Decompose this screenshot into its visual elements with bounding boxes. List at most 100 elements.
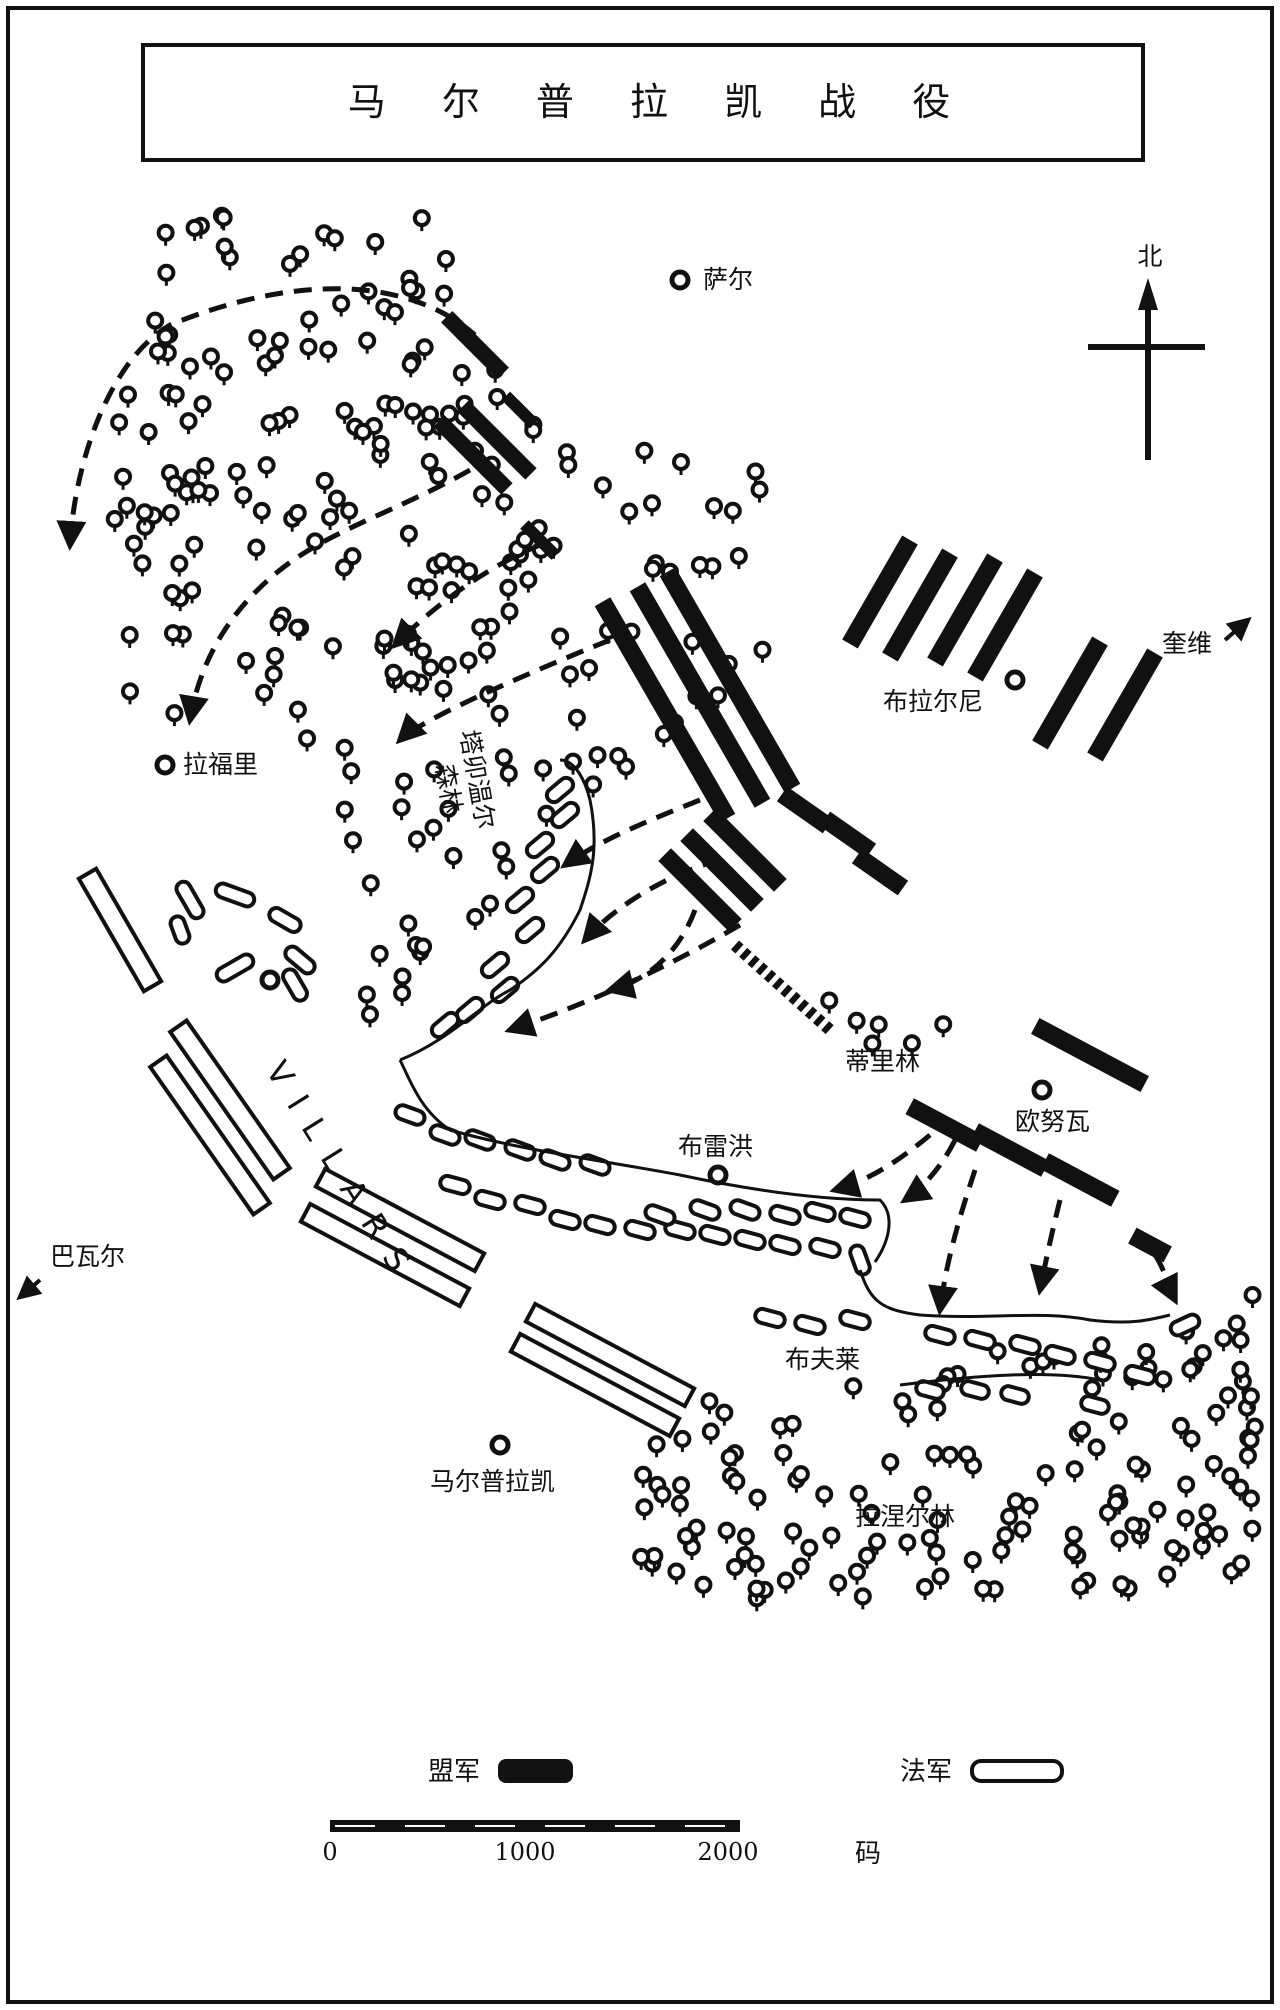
tree-icon	[653, 1485, 672, 1508]
tree-icon	[1231, 1331, 1250, 1354]
tree-icon	[359, 282, 378, 305]
tree-icon	[863, 1034, 882, 1057]
french-unit	[963, 1328, 997, 1352]
french-unit	[529, 855, 561, 885]
tree-icon	[180, 357, 199, 380]
tree-icon	[913, 1485, 932, 1508]
tree-icon	[477, 641, 496, 664]
tree-icon	[401, 355, 420, 378]
tree-icon	[148, 342, 167, 365]
allied-unit	[927, 553, 1003, 667]
tree-icon	[849, 1484, 868, 1507]
tree-icon	[298, 729, 317, 752]
tree-icon	[551, 627, 570, 650]
tree-icon	[927, 1543, 946, 1566]
tree-icon	[436, 249, 455, 272]
label-bureihong: 布雷洪	[678, 1132, 753, 1161]
town-circle-icon	[489, 1434, 511, 1456]
tree-icon	[705, 497, 724, 520]
tree-icon	[559, 455, 578, 478]
tree-icon	[335, 401, 354, 424]
allied-unit	[1031, 1017, 1149, 1093]
tree-icon	[928, 1399, 947, 1422]
forest-layer	[105, 206, 1264, 1612]
french-unit	[753, 1306, 787, 1330]
tree-icon	[1231, 1478, 1250, 1501]
tree-icon	[105, 510, 124, 533]
tree-icon	[1071, 1577, 1090, 1600]
tree-icon	[161, 503, 180, 526]
tree-icon	[1214, 1329, 1233, 1352]
tree-icon	[447, 555, 466, 578]
advance-arrow-icon	[560, 797, 701, 869]
tree-icon	[193, 395, 212, 418]
tree-icon	[265, 346, 284, 369]
tree-icon	[829, 1574, 848, 1597]
tree-icon	[1241, 1489, 1260, 1512]
allied-unit	[703, 808, 787, 892]
allied-unit	[1087, 648, 1163, 762]
tree-icon	[353, 422, 372, 445]
tree-icon	[635, 1498, 654, 1521]
tree-icon	[642, 494, 661, 517]
advance-arrow-icon	[1150, 1253, 1178, 1306]
french-unit	[523, 1301, 697, 1409]
tree-icon	[1158, 1565, 1177, 1588]
french-unit	[147, 1052, 273, 1218]
tree-icon	[588, 746, 607, 769]
town-circle-icon	[154, 754, 176, 776]
page-title: 马 尔 普 拉 凯 战 役	[348, 80, 972, 124]
tree-icon	[185, 535, 204, 558]
french-unit	[174, 879, 206, 921]
tree-icon	[729, 547, 748, 570]
tree-icon	[466, 907, 485, 930]
title-box	[141, 43, 1145, 162]
french-unit	[544, 775, 576, 805]
advance-arrow-icon	[1029, 1199, 1063, 1296]
french-unit	[438, 1173, 472, 1197]
french-unit	[549, 800, 581, 830]
tree-icon	[750, 480, 769, 503]
french-unit	[583, 1213, 617, 1237]
advance-arrow-icon	[1223, 616, 1252, 642]
tree-icon	[480, 894, 499, 917]
tree-icon	[247, 538, 266, 561]
scale-bar	[330, 1820, 740, 1832]
tree-icon	[899, 1405, 918, 1428]
label-lafuli: 拉福里	[183, 750, 258, 779]
tree-icon	[735, 1546, 754, 1569]
french-unit	[768, 1203, 802, 1227]
tree-icon	[1137, 1343, 1156, 1366]
tree-icon	[433, 552, 452, 575]
tree-icon	[1181, 1360, 1200, 1383]
tree-icon	[120, 682, 139, 705]
tree-icon	[632, 1547, 651, 1570]
tree-icon	[323, 637, 342, 660]
tree-icon	[201, 347, 220, 370]
tree-icon	[958, 1445, 977, 1468]
tree-icon	[185, 218, 204, 241]
tree-icon	[264, 665, 283, 688]
tree-icon	[774, 1444, 793, 1467]
french-unit	[1168, 1312, 1202, 1338]
tree-icon	[858, 1546, 877, 1569]
tree-icon	[1243, 1519, 1262, 1542]
advance-arrows	[56, 286, 1178, 1316]
french-unit	[643, 1203, 677, 1227]
french-unit	[914, 1379, 946, 1401]
tree-icon	[1000, 1507, 1019, 1530]
tree-icon	[690, 555, 709, 578]
tree-icon	[444, 846, 463, 869]
allied-unit	[970, 1123, 1050, 1177]
tree-icon	[415, 338, 434, 361]
advance-arrow-icon	[395, 637, 611, 745]
allied-unit	[659, 567, 801, 793]
advance-arrow-icon	[56, 286, 477, 551]
tree-icon	[853, 1587, 872, 1610]
tree-icon	[438, 656, 457, 679]
french-unit	[167, 1017, 293, 1183]
tree-icon	[288, 618, 307, 641]
label-bufulai: 布夫莱	[785, 1345, 860, 1374]
french-unit	[1079, 1394, 1111, 1416]
label-dilin: 蒂里林	[845, 1047, 920, 1076]
